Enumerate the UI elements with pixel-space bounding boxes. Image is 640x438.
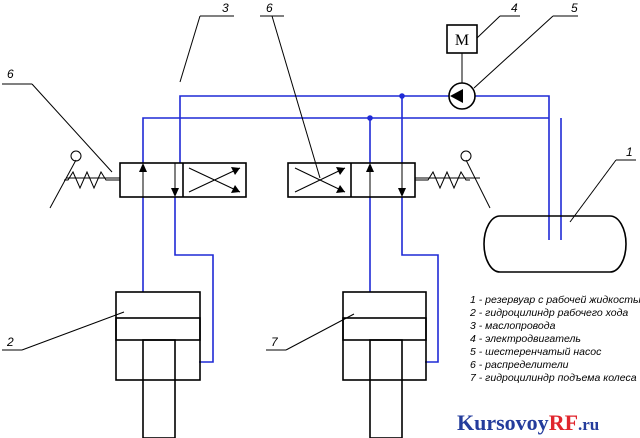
distributor-left xyxy=(49,150,247,209)
callout-7: 7 xyxy=(271,335,279,349)
cyl2-line-b xyxy=(174,197,214,363)
cylinder-piston xyxy=(342,317,427,341)
cylinder-body xyxy=(342,291,427,381)
cylinder-body xyxy=(115,291,201,381)
tank-outline xyxy=(483,215,627,273)
pump-to-tank-line xyxy=(475,95,550,240)
cross-arrow-b xyxy=(294,167,346,193)
watermark-part1: Kursovoy xyxy=(457,410,549,435)
legend-item: 2 - гидроцилиндр рабочего хода xyxy=(469,307,628,319)
arrow-head-icon xyxy=(336,167,345,175)
legend-item: 3 - маслопровода xyxy=(470,320,556,332)
cross-arrow-b xyxy=(188,167,241,193)
pump-5 xyxy=(448,53,476,110)
callout-5: 5 xyxy=(571,1,578,15)
callout-2: 2 xyxy=(6,335,14,349)
callout-leader xyxy=(473,15,554,89)
arrow-head-icon xyxy=(139,163,147,172)
return-line xyxy=(142,117,549,163)
callout-3: 3 xyxy=(222,1,229,15)
lever-knob xyxy=(70,150,82,162)
lever-handle xyxy=(465,159,491,209)
arrow-head-icon xyxy=(366,163,374,172)
distributor-right xyxy=(287,150,491,209)
watermark-part3: .ru xyxy=(578,415,599,434)
callout-4: 4 xyxy=(511,1,518,15)
callout-leader xyxy=(285,313,355,351)
cylinder-rod xyxy=(369,339,403,438)
watermark: KursovoyRF.ru xyxy=(457,410,599,435)
junction-dot xyxy=(399,93,405,99)
cylinder-7 xyxy=(342,291,427,438)
legend-item: 6 - распределители xyxy=(470,359,569,371)
legend-item: 1 - резервуар с рабочей жидкостью xyxy=(470,294,640,306)
pressure-line xyxy=(179,95,449,163)
cylinder-2 xyxy=(115,291,201,438)
callout-leader xyxy=(569,159,617,223)
legend: 1 - резервуар с рабочей жидкостью 2 - ги… xyxy=(469,294,640,384)
cylinder-rod xyxy=(142,339,176,438)
junction-dot xyxy=(367,115,373,121)
motor-label: М xyxy=(455,32,469,49)
callout-6-left: 6 xyxy=(7,67,14,81)
callout-leader xyxy=(271,15,321,179)
arrow-head-icon xyxy=(231,185,240,193)
motor-box xyxy=(446,24,478,54)
spring-icon xyxy=(64,170,120,190)
lever-handle xyxy=(49,159,77,209)
spring-icon xyxy=(415,170,470,190)
legend-item: 7 - гидроцилиндр подъема колеса xyxy=(470,372,637,384)
callout-leader xyxy=(476,15,501,39)
tank-1 xyxy=(483,215,627,273)
callout-leader xyxy=(21,311,125,351)
watermark-logo: KursovoyRF.ru xyxy=(457,410,599,435)
pipelines xyxy=(142,93,562,363)
arrow-head-icon xyxy=(336,185,345,193)
callouts: 3 6 4 5 6 1 2 7 xyxy=(2,1,636,351)
legend-item: 4 - электродвигатель xyxy=(470,333,581,345)
callout-leader xyxy=(179,15,201,83)
cylinder-piston xyxy=(115,317,201,341)
arrow-head-icon xyxy=(398,188,406,197)
pump-triangle-icon xyxy=(450,89,463,103)
arrow-head-icon xyxy=(231,167,240,175)
cyl7-line-b xyxy=(401,197,439,363)
callout-leader xyxy=(31,83,113,173)
legend-item: 5 - шестеренчатый насос xyxy=(470,346,602,358)
lever-knob xyxy=(460,150,472,162)
callout-6-top: 6 xyxy=(266,1,273,15)
callout-1: 1 xyxy=(626,145,633,159)
motor-4: М xyxy=(446,24,478,54)
watermark-part2: RF xyxy=(549,410,578,435)
arrow-head-icon xyxy=(171,188,179,197)
